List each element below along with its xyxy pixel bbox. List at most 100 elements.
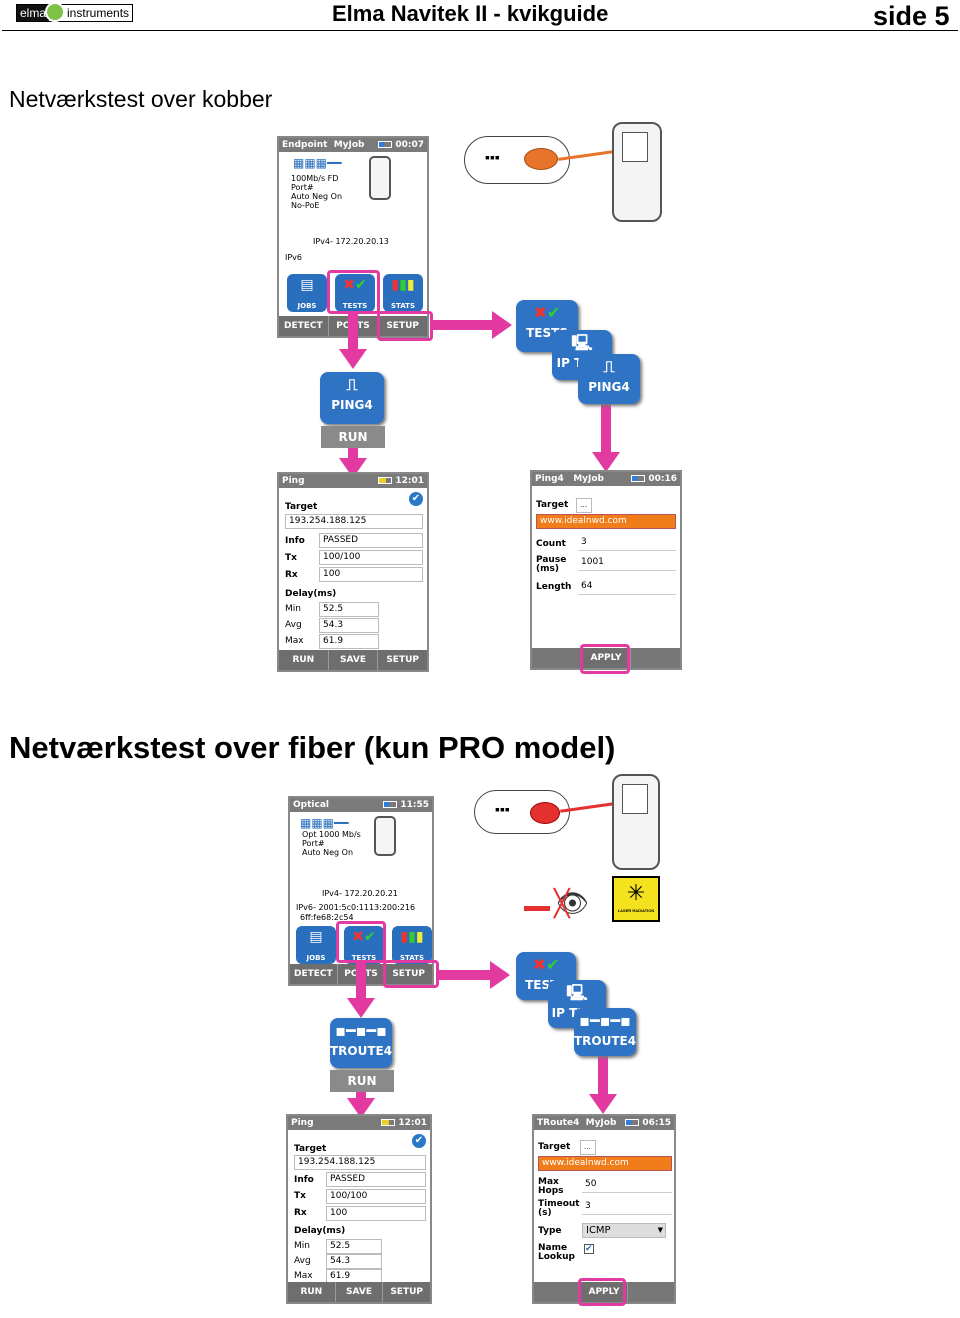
setup-softkey[interactable]: SETUP [386,321,420,331]
info-label: Info [285,536,305,546]
tx-field: 100/100 [326,1189,426,1204]
check-icon: ✔ [412,1134,426,1148]
copper-ping-setup-screen: Ping4 MyJob 00:16 Target … www.idealnwd.… [530,470,682,670]
softkey-bar: RUN SAVE SETUP [279,650,427,670]
fiber-troute-setup-screen: TRoute4 MyJob 06:15 Target … www.idealnw… [532,1114,676,1304]
laser-warning-icon: ✳ LASER RADIATION [612,876,660,922]
setup-softkey[interactable]: SETUP [386,655,420,665]
arrow-head [490,961,510,989]
max-label: Max [285,636,304,646]
rx-label: Rx [294,1208,307,1218]
battery-icon [378,141,393,148]
min-field: 52.5 [319,602,379,617]
count-label: Count [536,539,566,549]
timeout-field[interactable]: 3 [582,1200,672,1215]
info-label: Info [294,1175,314,1185]
status-bar: Optical 11:55 [290,798,432,812]
save-softkey[interactable]: SAVE [329,650,379,670]
bar-chart-icon: ▮▮▮ [391,277,415,293]
troute4-button[interactable]: ▪━▪━▪TROUTE4 [330,1018,392,1068]
tests-icon: ✖✔ [352,929,376,945]
apply-softkey[interactable]: APPLY [581,1282,628,1302]
ping-icon: ⎍ [603,357,615,376]
copper-heading: Netværkstest over kobber [9,86,273,112]
battery-icon [631,475,646,482]
ping4-button[interactable]: ⎍PING4 [320,372,384,424]
logo-instruments-text: instruments [67,6,130,20]
length-field[interactable]: 64 [578,580,676,595]
tests-highlight [336,921,386,963]
info-field: PASSED [326,1172,426,1187]
arrow [601,402,611,454]
arrow-head [589,1094,617,1114]
setup-softkey[interactable]: SETUP [392,969,426,979]
tests-tile[interactable]: ✖✔TESTS [344,926,384,964]
apply-highlight [580,644,630,674]
run-softkey[interactable]: RUN [279,650,329,670]
name-lookup-checkbox[interactable]: ✔ [584,1244,594,1254]
pause-field[interactable]: 1001 [578,556,676,571]
timeout-label: Timeout (s) [538,1199,580,1218]
tests-icon: ✖✔ [533,303,561,322]
header-divider [2,30,958,31]
softkey-bar: APPLY [534,1282,674,1302]
max-hops-field[interactable]: 50 [582,1178,672,1193]
battery-icon [378,477,393,484]
count-field[interactable]: 3 [578,536,676,551]
pause-label: Pause (ms) [536,555,567,574]
apply-softkey[interactable]: APPLY [582,648,632,668]
troute4-button-2[interactable]: ▪━▪━▪TROUTE4 [574,1008,636,1056]
tests-icon: ✖✔ [532,955,560,974]
jobs-tile[interactable]: ▤JOBS [287,274,327,312]
status-bar: Ping 12:01 [279,474,427,488]
tests-icon: ✖✔ [343,277,367,293]
no-eye-exposure-icon: 👁╳ [554,888,590,918]
target-field: 193.254.188.125 [294,1155,426,1170]
softkey-bar: APPLY [532,648,680,668]
rx-field: 100 [326,1206,426,1221]
tests-tile[interactable]: ✖✔TESTS [335,274,375,312]
arrow [598,1056,608,1096]
avg-label: Avg [285,620,302,630]
main-tiles: ▤JOBS ✖✔TESTS ▮▮▮STATS [287,274,423,312]
target-more-button[interactable]: … [576,498,592,513]
arrow-head [347,1098,375,1118]
fiber-heading: Netværkstest over fiber (kun PRO model) [9,730,616,765]
laser-beam [524,906,550,911]
document-title: Elma Navitek II - kvikguide [332,1,609,26]
battery-icon [383,801,398,808]
jobs-tile[interactable]: ▤JOBS [296,926,336,964]
stats-tile[interactable]: ▮▮▮STATS [383,274,423,312]
tests-button[interactable]: ✖✔TESTS [516,300,578,352]
detect-softkey[interactable]: DETECT [279,316,329,336]
type-select[interactable]: ICMP▼ [582,1223,666,1238]
max-label: Max [294,1271,313,1281]
setup-softkey[interactable]: SETUP [390,1287,424,1297]
stats-tile[interactable]: ▮▮▮STATS [392,926,432,964]
min-field: 52.5 [326,1239,382,1254]
min-label: Min [294,1241,310,1251]
ipv4-address: IPv4- 172.20.20.21 [322,889,398,898]
detect-softkey[interactable]: DETECT [290,964,338,984]
ping4-button-2[interactable]: ⎍PING4 [578,354,640,404]
ipv6-address: IPv6- 2001:5c0:1113:200:216 [296,903,416,912]
run-softkey[interactable]: RUN [288,1282,336,1302]
target-more-button[interactable]: … [580,1140,596,1155]
rx-label: Rx [285,570,298,580]
arrow [356,1092,366,1102]
status-bar: TRoute4 MyJob 06:15 [534,1116,674,1130]
computer-icon: 🖳 [571,333,593,352]
copper-ping-result-screen: Ping 12:01 ✔ Target 193.254.188.125 Info… [277,472,429,672]
target-field[interactable]: www.idealnwd.com [538,1156,672,1171]
target-field[interactable]: www.idealnwd.com [536,514,676,529]
status-bar: Ping4 MyJob 00:16 [532,472,680,486]
tx-label: Tx [294,1191,306,1201]
arrow [356,960,366,1000]
target-label: Target [294,1144,327,1154]
run-button[interactable]: RUN [330,1070,394,1092]
name-lookup-label: Name Lookup [538,1243,575,1262]
handheld-icon [374,816,396,856]
network-diagram-icon: ▦▦▦━━ [300,816,349,830]
run-button[interactable]: RUN [321,426,385,448]
save-softkey[interactable]: SAVE [336,1282,384,1302]
